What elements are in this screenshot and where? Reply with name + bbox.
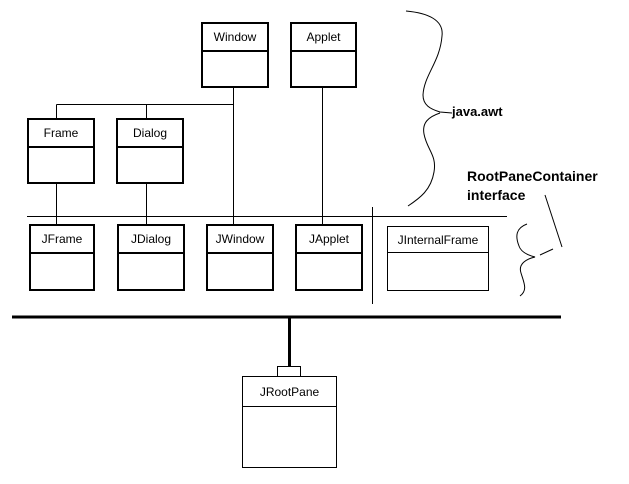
class-title-jinternalframe: JInternalFrame	[388, 227, 488, 253]
class-box-dialog: Dialog	[116, 118, 184, 184]
class-box-jrootpane: JRootPane	[242, 376, 337, 468]
class-label-jframe: JFrame	[41, 232, 83, 246]
class-box-window: Window	[201, 22, 269, 88]
class-box-jinternalframe: JInternalFrame	[387, 226, 489, 291]
class-label-jinternalframe: JInternalFrame	[397, 232, 479, 247]
class-title-window: Window	[203, 24, 267, 52]
class-box-jwindow: JWindow	[206, 224, 274, 291]
class-label-applet: Applet	[306, 30, 341, 44]
interface-leader-line	[539, 194, 563, 256]
class-box-jframe: JFrame	[29, 224, 95, 291]
class-title-jdialog: JDialog	[119, 226, 183, 254]
class-box-applet: Applet	[290, 22, 357, 88]
class-label-jdialog: JDialog	[130, 232, 172, 246]
class-label-frame: Frame	[43, 126, 79, 140]
class-title-jwindow: JWindow	[208, 226, 272, 254]
class-title-japplet: JApplet	[297, 226, 361, 254]
class-label-dialog: Dialog	[132, 126, 168, 140]
java-awt-brace	[405, 10, 453, 207]
java-awt-label: java.awt	[452, 104, 503, 119]
class-box-jdialog: JDialog	[117, 224, 185, 291]
class-box-frame: Frame	[27, 118, 95, 184]
class-label-jrootpane: JRootPane	[259, 384, 320, 399]
class-label-japplet: JApplet	[308, 232, 350, 246]
class-label-window: Window	[213, 30, 257, 44]
class-title-frame: Frame	[29, 120, 93, 148]
class-title-applet: Applet	[292, 24, 355, 52]
class-title-jrootpane: JRootPane	[243, 377, 336, 407]
class-box-japplet: JApplet	[295, 224, 363, 291]
rootpanecontainer-brace	[516, 223, 536, 297]
interface-label: interface	[467, 187, 526, 203]
rootpanecontainer-label: RootPaneContainer	[467, 168, 598, 184]
class-label-jwindow: JWindow	[215, 232, 265, 246]
class-title-jframe: JFrame	[31, 226, 93, 254]
class-title-dialog: Dialog	[118, 120, 182, 148]
